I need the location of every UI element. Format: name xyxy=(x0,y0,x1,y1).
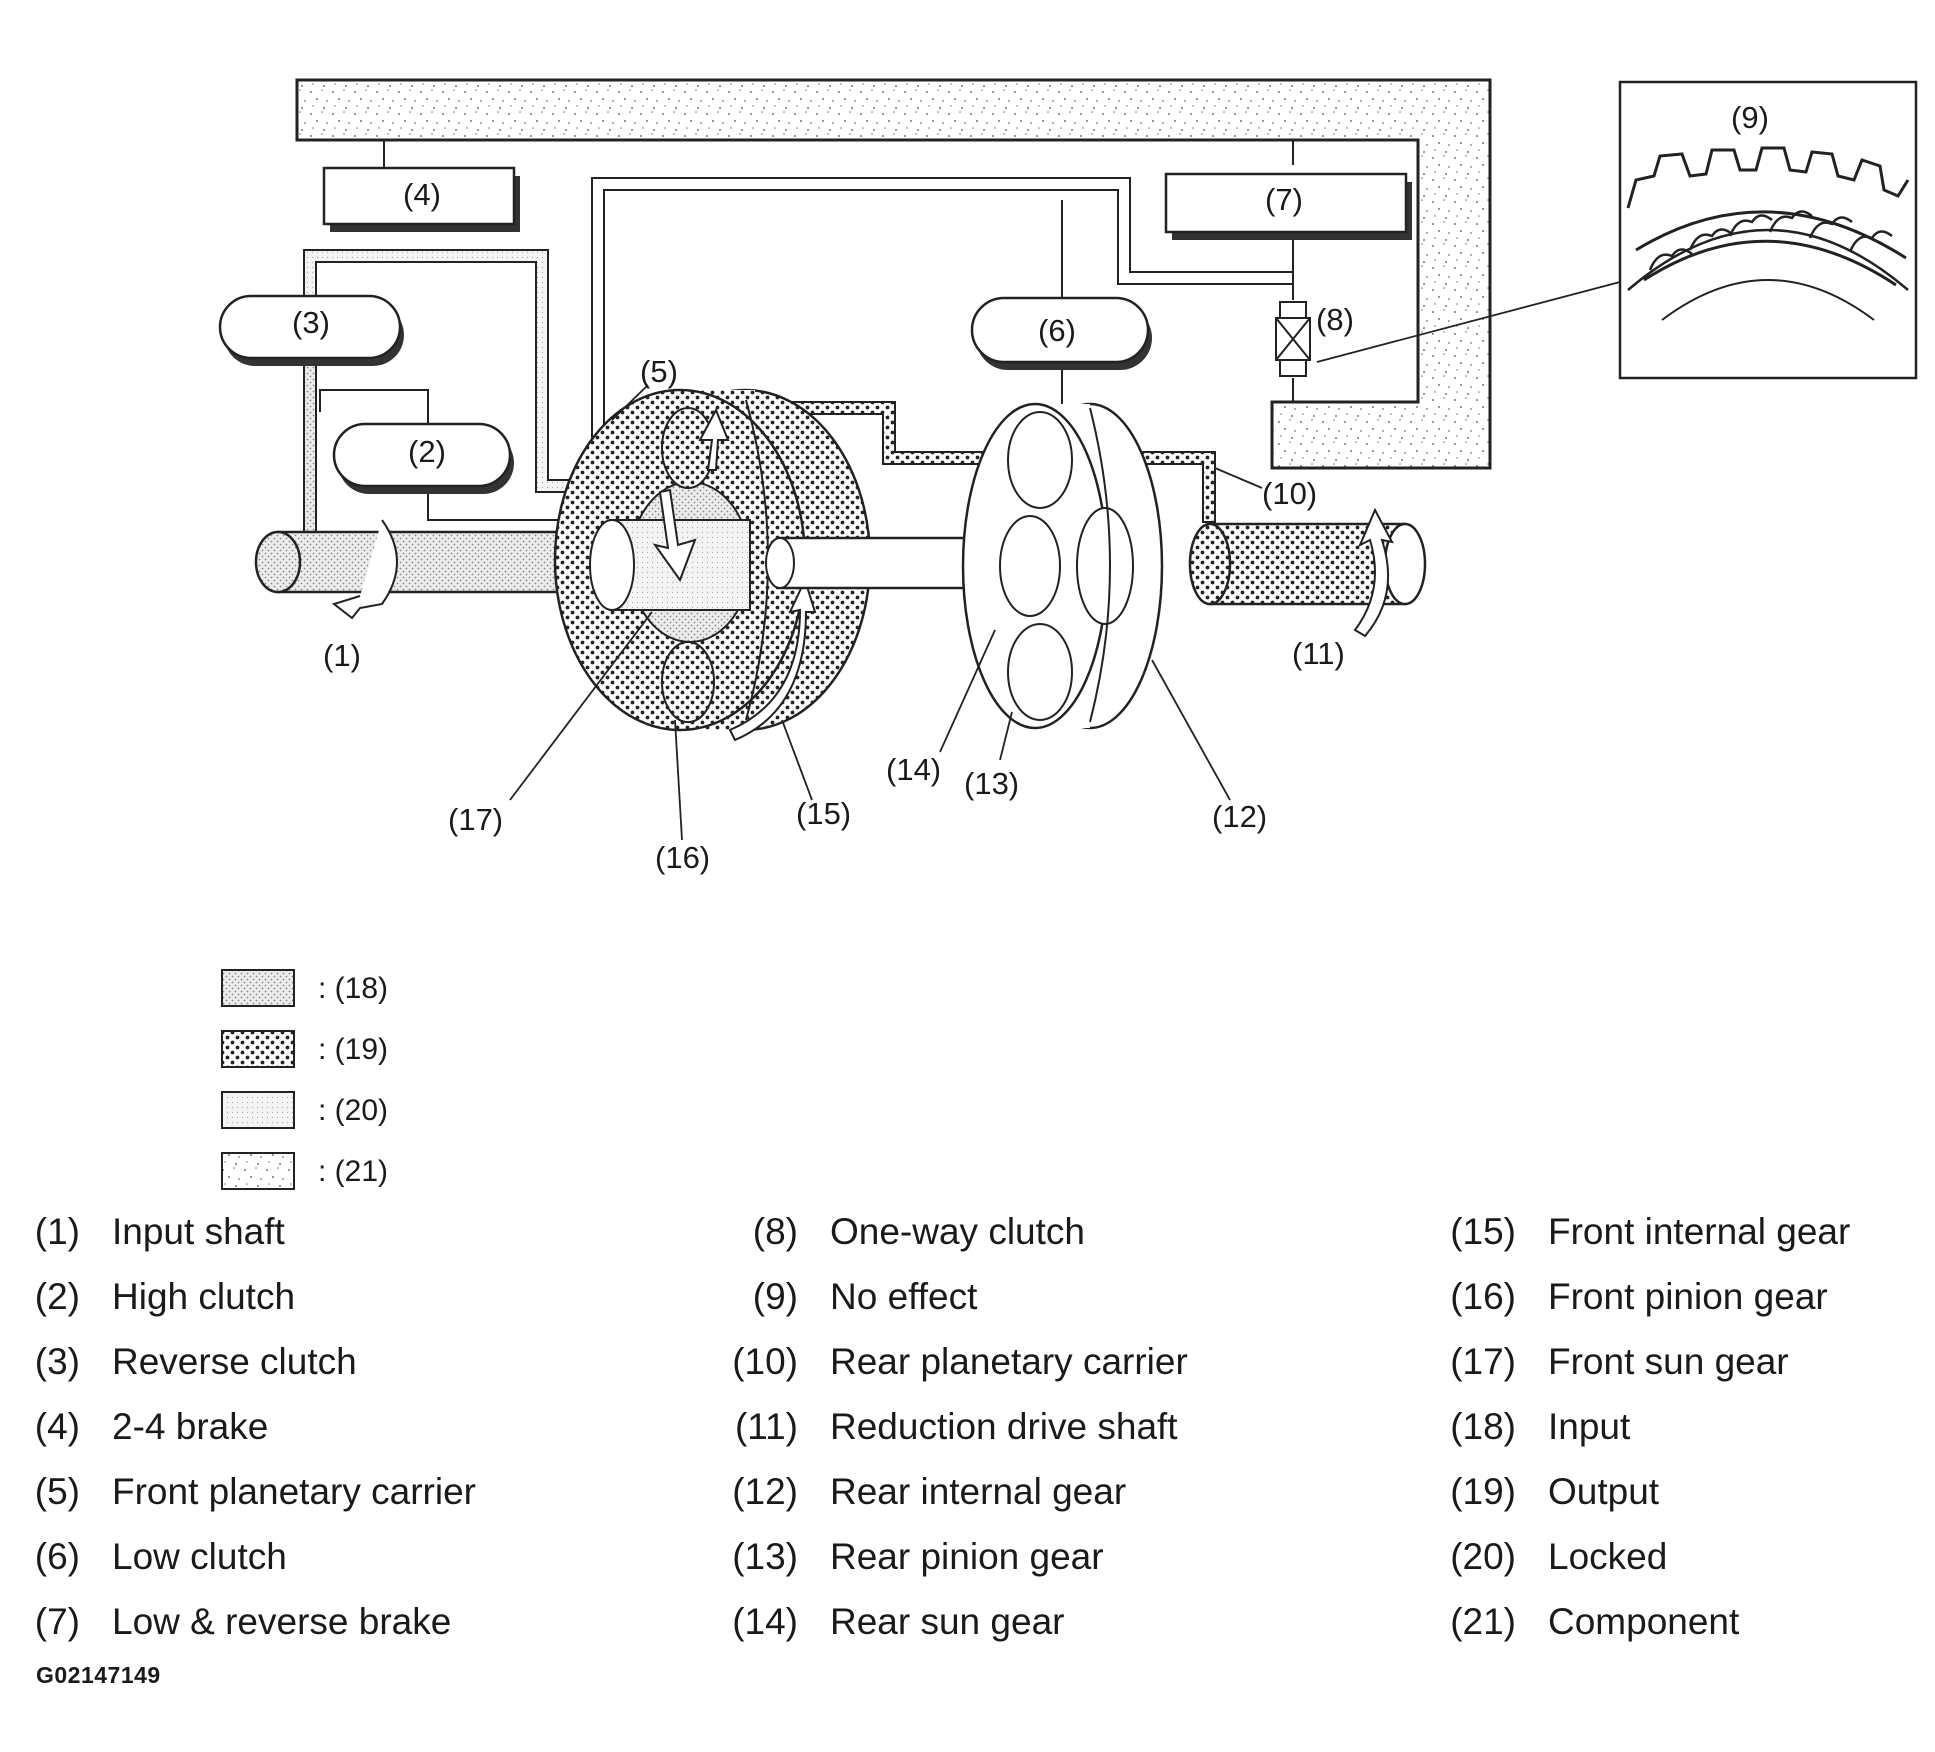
callout-9: (9) xyxy=(1731,100,1769,135)
connector-lines xyxy=(319,140,1294,521)
reverse-clutch xyxy=(218,294,404,366)
legend-label-19: : (19) xyxy=(318,1033,388,1066)
front-internal-arrow-up xyxy=(698,407,730,471)
legend-swatch-component xyxy=(221,1152,295,1190)
front-carrier-arrow xyxy=(652,488,697,583)
brake-low-reverse xyxy=(1164,172,1412,240)
callout-14: (14) xyxy=(886,752,941,787)
callout-13: (13) xyxy=(964,766,1019,801)
output-rotation-arrow xyxy=(1353,507,1394,638)
input-rotation-arrow xyxy=(331,519,398,620)
legend-swatch-output xyxy=(221,1030,295,1068)
callout-4: (4) xyxy=(403,177,441,212)
one-way-clutch xyxy=(1275,301,1311,377)
callout-11: (11) xyxy=(1292,636,1345,671)
callout-7: (7) xyxy=(1265,182,1303,217)
one-way-clutch-detail-inset xyxy=(1618,80,1918,380)
front-planetary-set xyxy=(553,388,872,742)
reduction-drive-shaft xyxy=(1188,507,1427,638)
callout-5: (5) xyxy=(640,354,678,389)
legend-label-18: : (18) xyxy=(318,972,388,1005)
callout-17: (17) xyxy=(448,802,503,837)
rear-planetary-set xyxy=(961,402,1164,730)
callout-2: (2) xyxy=(408,434,446,469)
callout-1: (1) xyxy=(323,638,361,673)
callout-3: (3) xyxy=(292,305,330,340)
callout-8: (8) xyxy=(1316,302,1354,337)
legend-label-20: : (20) xyxy=(318,1094,388,1127)
transmission-case xyxy=(295,78,1492,470)
legend-swatch-locked xyxy=(221,1091,295,1129)
callout-16: (16) xyxy=(655,840,710,875)
callout-15: (15) xyxy=(796,796,851,831)
callout-12: (12) xyxy=(1212,799,1267,834)
callout-6: (6) xyxy=(1038,313,1076,348)
figure-code: G02147149 xyxy=(36,1662,161,1688)
intermediate-shaft-end xyxy=(765,537,795,589)
front-internal-rotation-arrow xyxy=(728,577,817,742)
low-clutch xyxy=(970,296,1152,370)
high-clutch xyxy=(332,422,514,494)
callout-10: (10) xyxy=(1262,476,1317,511)
legend-label-21: : (21) xyxy=(318,1155,388,1188)
legend-swatch-input xyxy=(221,969,295,1007)
legend: : (18) : (19) : (20) : (21) xyxy=(221,969,388,1190)
brake-2-4 xyxy=(322,166,520,232)
leader-lines xyxy=(509,281,1621,841)
